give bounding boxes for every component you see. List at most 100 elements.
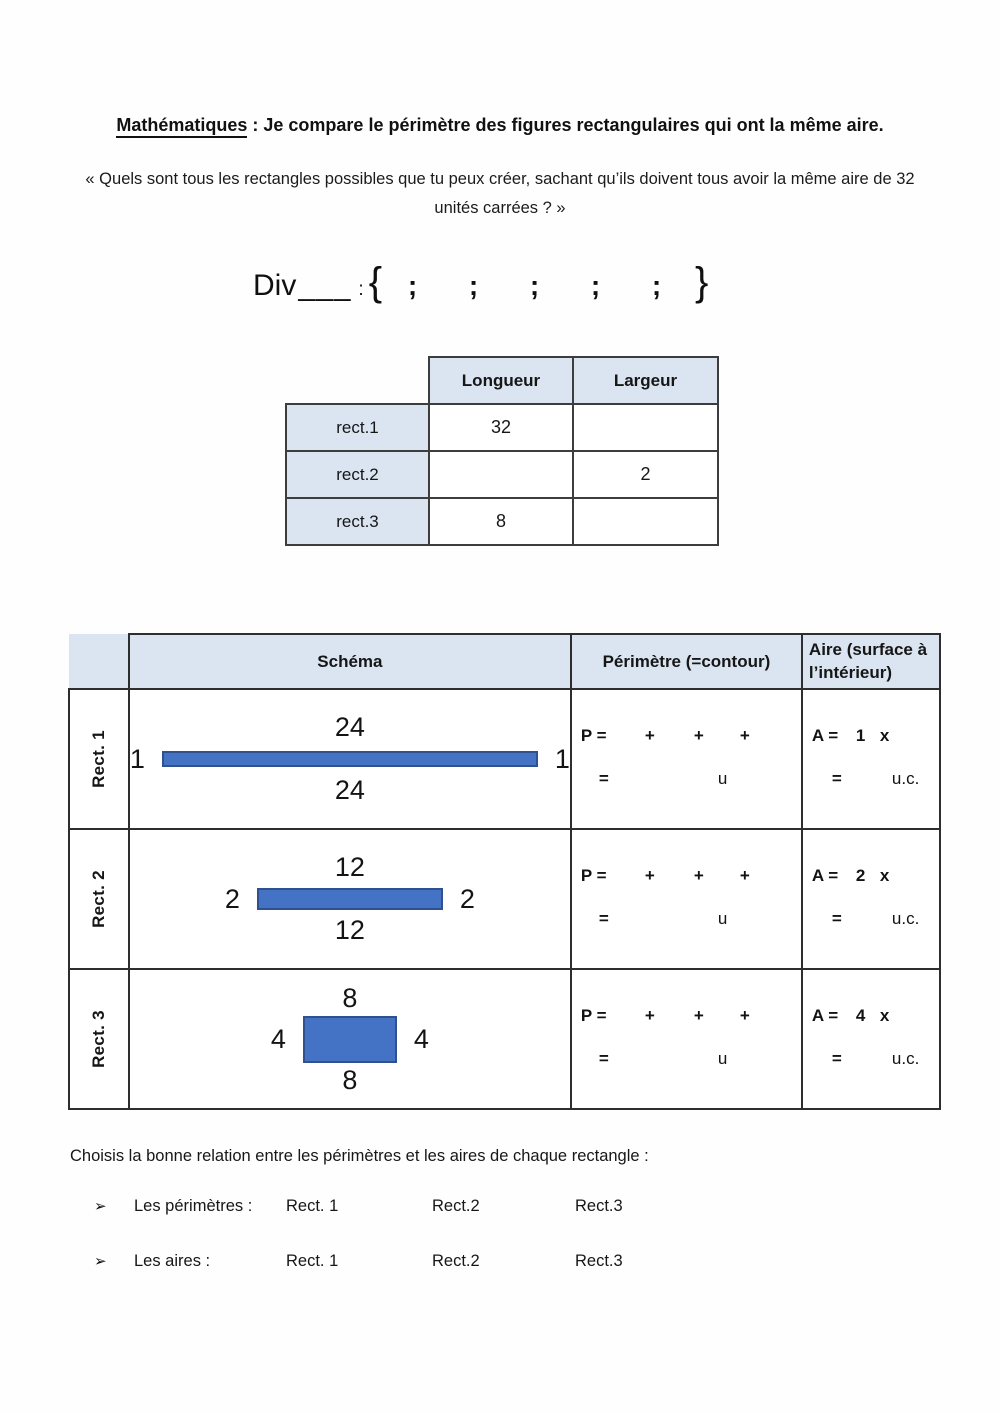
table-row-rect2: Rect. 2 12 2 2 12 P = + + + = [68,828,941,970]
rect2-area-cell: A = 2 x = u.c. [800,828,941,970]
arrow-bullet-icon: ➢ [94,1197,107,1215]
rect1-left-dimension: 1 [129,743,145,774]
rect2-side-label-cell: Rect. 2 [68,828,130,970]
rect1-longueur-cell: 32 [428,403,574,452]
plus-sign: + [644,1006,655,1025]
plus-sign: + [644,866,655,885]
rect2-largeur-cell: 2 [572,450,719,499]
areas-rect1: Rect. 1 [286,1252,339,1270]
rect3-vertical-label: Rect. 3 [88,1010,108,1068]
unit-label: u [717,1049,728,1068]
plus-sign: + [693,726,704,745]
area-unit-label: u.c. [891,1049,920,1068]
equals-sign: = [831,909,842,928]
title-underlined-word: Mathématiques [116,115,248,138]
rect3-schema: 8 4 4 8 [130,970,570,1108]
page-title: Mathématiques : Je compare le périmètre … [0,115,1000,138]
dimensions-table: Longueur Largeur rect.1 32 rect.2 2 rect… [285,356,719,546]
rect1-bottom-dimension: 24 [334,775,365,806]
rect3-longueur-cell: 8 [428,497,574,546]
areas-relation-line: ➢ Les aires : Rect. 1 Rect.2 Rect.3 [94,1252,623,1271]
plus-sign: + [739,726,750,745]
col-header-longueur: Longueur [428,356,574,405]
div-colon: : [358,279,364,300]
area-factor: 1 [855,726,866,745]
a-equals-label: A = [811,726,839,745]
unit-label: u [717,769,728,788]
p-equals-label: P = [580,866,607,885]
rect2-bar [256,888,443,910]
plus-sign: + [739,866,750,885]
times-sign: x [879,726,890,745]
areas-rect2: Rect.2 [432,1252,480,1270]
rect1-side-label-cell: Rect. 1 [68,688,130,830]
area-unit-label: u.c. [891,769,920,788]
table-row-rect1: Rect. 1 24 1 1 24 P = + + + = [68,688,941,830]
col-header-perimetre: Périmètre (=contour) [569,633,803,690]
schema-table-header-row: Schéma Périmètre (=contour) Aire (surfac… [69,633,941,690]
plus-sign: + [693,866,704,885]
rect1-perimeter-cell: P = + + + = u [569,688,803,830]
unit-label: u [717,909,728,928]
table-row: rect.1 32 [285,403,719,452]
corner-empty-cell [69,634,129,689]
rect3-schema-cell: 8 4 4 8 [127,968,572,1110]
schema-table: Schéma Périmètre (=contour) Aire (surfac… [68,633,941,1110]
rect3-middle-row: 4 4 [270,1015,429,1063]
div-label: Div [253,269,297,302]
areas-rect3: Rect.3 [575,1252,623,1270]
separator-semicolon: ; [590,270,601,301]
times-sign: x [879,1006,890,1025]
table-row: rect.3 8 [285,497,719,546]
rect3-left-dimension: 4 [270,1023,286,1054]
rect2-schema: 12 2 2 12 [130,830,570,968]
close-brace: } [695,260,709,304]
a-equals-label: A = [811,866,839,885]
rect3-top-dimension: 8 [342,983,358,1014]
rect2-middle-row: 2 2 [224,883,475,914]
problem-statement: « Quels sont tous les rectangles possibl… [85,170,915,217]
col-header-schema: Schéma [127,633,572,690]
equals-sign: = [598,769,609,788]
col-header-aire: Aire (surface à l’intérieur) [800,633,941,690]
rect2-vertical-label: Rect. 2 [88,870,108,928]
plus-sign: + [693,1006,704,1025]
equals-sign: = [598,1049,609,1068]
open-brace: { [368,260,383,304]
rect1-area-cell: A = 1 x = u.c. [800,688,941,830]
rect2-bottom-dimension: 12 [334,915,365,946]
plus-sign: + [644,726,655,745]
rect1-middle-row: 1 1 [129,743,570,774]
perimeters-relation-line: ➢ Les périmètres : Rect. 1 Rect.2 Rect.3 [94,1197,623,1216]
rect2-perimeter-cell: P = + + + = u [569,828,803,970]
table-header-row: Longueur Largeur [286,356,719,405]
arrow-bullet-icon: ➢ [94,1252,107,1270]
equals-sign: = [831,1049,842,1068]
divisors-expression: Div ___ : { ; ; ; ; ; } [253,260,708,305]
rect2-top-dimension: 12 [334,852,365,883]
area-unit-label: u.c. [891,909,920,928]
rect2-schema-cell: 12 2 2 12 [127,828,572,970]
relations-instruction: Choisis la bonne relation entre les péri… [70,1147,649,1165]
a-equals-label: A = [811,1006,839,1025]
perimeters-rect3: Rect.3 [575,1197,623,1215]
row-label-rect1: rect.1 [285,403,430,452]
rect1-schema-cell: 24 1 1 24 [127,688,572,830]
area-factor: 4 [855,1006,866,1025]
p-equals-label: P = [580,726,607,745]
corner-empty-cell [286,357,429,404]
rect1-top-dimension: 24 [334,712,365,743]
title-rest: : Je compare le périmètre des figures re… [247,115,884,135]
equals-sign: = [598,909,609,928]
rect2-left-dimension: 2 [224,883,240,914]
div-blank-line: ___ [298,269,352,302]
col-header-largeur: Largeur [572,356,719,405]
rect1-vertical-label: Rect. 1 [88,730,108,788]
perimeters-label: Les périmètres : [134,1197,253,1215]
rect2-longueur-cell [428,450,574,499]
separator-semicolon: ; [407,270,418,301]
table-row: rect.2 2 [285,450,719,499]
separator-semicolon: ; [651,270,662,301]
rect3-right-dimension: 4 [413,1023,429,1054]
rect1-largeur-cell [572,403,719,452]
